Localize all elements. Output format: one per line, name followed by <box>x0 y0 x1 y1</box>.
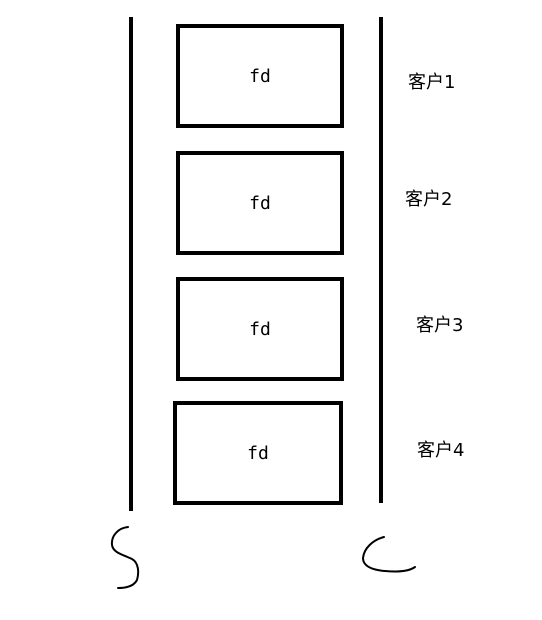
fd-box-label: fd <box>249 318 271 340</box>
fd-box-label: fd <box>247 442 269 464</box>
client-label: 客户4 <box>417 440 465 461</box>
fd-box: fd <box>176 24 344 128</box>
fd-box-label: fd <box>249 65 271 87</box>
client-label: 客户2 <box>405 189 453 210</box>
handwritten-c-mark <box>361 536 416 573</box>
right-vertical-line <box>379 17 383 503</box>
fd-box-label: fd <box>249 192 271 214</box>
left-vertical-line <box>129 17 133 511</box>
fd-box: fd <box>176 277 344 381</box>
fd-box: fd <box>173 401 343 505</box>
handwritten-s-mark <box>110 526 140 589</box>
client-label: 客户1 <box>408 72 456 93</box>
fd-box: fd <box>176 151 344 255</box>
client-label: 客户3 <box>416 315 464 336</box>
